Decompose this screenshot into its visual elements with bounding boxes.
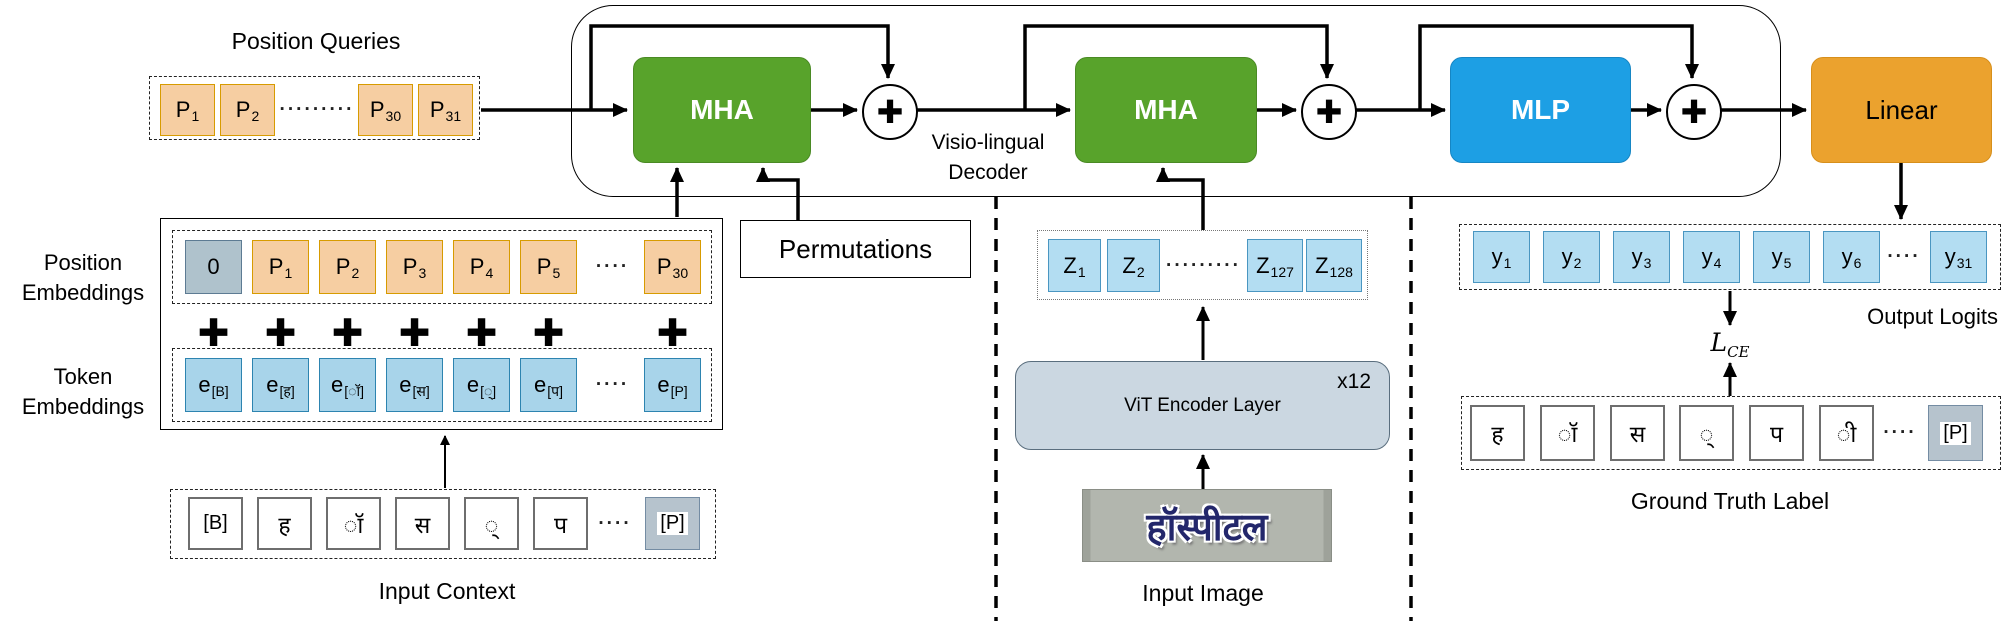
position-queries-label: Position Queries — [231, 28, 401, 54]
ctx-token-pad: [P] — [645, 497, 700, 550]
tok-emb-ellipsis: ···· — [595, 374, 630, 395]
mha-block-2: MHA — [1075, 57, 1257, 163]
add-symbol: ✚ — [398, 313, 431, 355]
gt-char-2: ◌ॉ — [1540, 405, 1595, 461]
residual-add-3: ✚ — [1666, 84, 1722, 140]
decoder-label: Visio-lingual Decoder — [931, 131, 1045, 185]
gt-char-3: स — [1610, 405, 1665, 461]
position-embeddings-label: Position Embeddings — [21, 250, 145, 305]
vit-layer-multiplier: x12 — [1337, 370, 1371, 393]
tok-emb-1: e[ह] — [252, 358, 309, 412]
gt-ellipsis: ···· — [1883, 422, 1917, 443]
add-symbol: ✚ — [264, 313, 297, 355]
tok-emb-4: e[◌्] — [453, 358, 510, 412]
ctx-token-1: ह — [257, 497, 312, 550]
token-embeddings-container — [172, 348, 712, 422]
residual-add-2: ✚ — [1301, 84, 1357, 140]
mlp-block: MLP — [1450, 57, 1631, 163]
ctx-token-3: स — [395, 497, 450, 550]
ctx-token-b: [B] — [188, 497, 243, 550]
pq-ellipsis: ········· — [279, 99, 355, 120]
ground-truth-container — [1461, 396, 2001, 470]
output-logits-label: Output Logits — [1867, 304, 1998, 329]
z-ellipsis: ········· — [1166, 254, 1241, 276]
position-embeddings-container — [172, 230, 712, 304]
ctx-token-4: ◌् — [464, 497, 519, 550]
input-context-label: Input Context — [378, 578, 516, 604]
gt-char-4: ◌् — [1679, 405, 1734, 461]
gt-char-6: ◌ी — [1819, 405, 1874, 461]
output-logits-container — [1459, 224, 2001, 290]
ctx-token-5: प — [533, 497, 588, 550]
ctx-ellipsis: ···· — [598, 512, 632, 534]
ctx-token-2: ◌ॉ — [326, 497, 381, 550]
add-symbol: ✚ — [532, 313, 565, 355]
permutations-box: Permutations — [740, 220, 971, 278]
image-features-container — [1037, 230, 1368, 300]
position-queries-container — [149, 76, 480, 140]
mha-block-1: MHA — [633, 57, 811, 163]
add-symbol: ✚ — [656, 313, 689, 355]
residual-add-1: ✚ — [862, 84, 918, 140]
input-image-photo: हॉस्पीटल — [1082, 489, 1332, 562]
cross-entropy-loss: LCE — [1710, 328, 1750, 361]
pos-emb-ellipsis: ···· — [595, 256, 630, 277]
input-context-container — [170, 489, 716, 559]
linear-block: Linear — [1811, 57, 1992, 163]
tok-emb-b: e[B] — [185, 358, 242, 412]
ground-truth-label: Ground Truth Label — [1630, 488, 1830, 514]
input-image-label: Input Image — [1142, 580, 1264, 606]
add-symbol: ✚ — [197, 313, 230, 355]
tok-emb-pad: e[P] — [644, 358, 701, 412]
add-symbol: ✚ — [331, 313, 364, 355]
pos-emb-zero: 0 — [185, 240, 242, 294]
gt-char-5: प — [1749, 405, 1804, 461]
logits-ellipsis: ···· — [1887, 246, 1921, 267]
gt-char-pad: [P] — [1928, 405, 1983, 461]
tok-emb-3: e[स] — [386, 358, 443, 412]
tok-emb-2: e[◌ॉ] — [319, 358, 376, 412]
tok-emb-5: e[प] — [520, 358, 577, 412]
add-symbol: ✚ — [465, 313, 498, 355]
gt-char-1: ह — [1470, 405, 1525, 461]
vit-encoder-block: ViT Encoder Layer x12 — [1015, 361, 1390, 450]
vit-encoder-label: ViT Encoder Layer — [1124, 394, 1281, 416]
visio-lingual-decoder-container — [571, 5, 1781, 197]
token-embeddings-label: Token Embeddings — [21, 364, 145, 419]
